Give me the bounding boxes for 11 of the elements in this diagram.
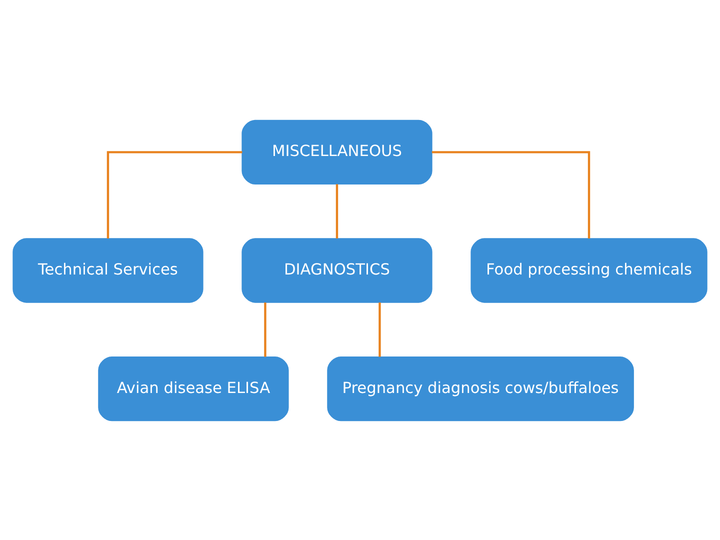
connector xyxy=(336,184,338,238)
connector xyxy=(378,302,381,356)
connector xyxy=(264,302,266,356)
node-box: Avian disease ELISA xyxy=(98,356,289,421)
connector xyxy=(432,150,590,238)
connector xyxy=(106,150,242,238)
node-box: DIAGNOSTICS xyxy=(242,238,432,302)
node-box: MISCELLANEOUS xyxy=(242,119,432,184)
node-box: Food processing chemicals xyxy=(470,238,708,302)
node-box: Pregnancy diagnosis cows/buffaloes xyxy=(327,356,634,421)
node-box: Technical Services xyxy=(12,238,204,302)
